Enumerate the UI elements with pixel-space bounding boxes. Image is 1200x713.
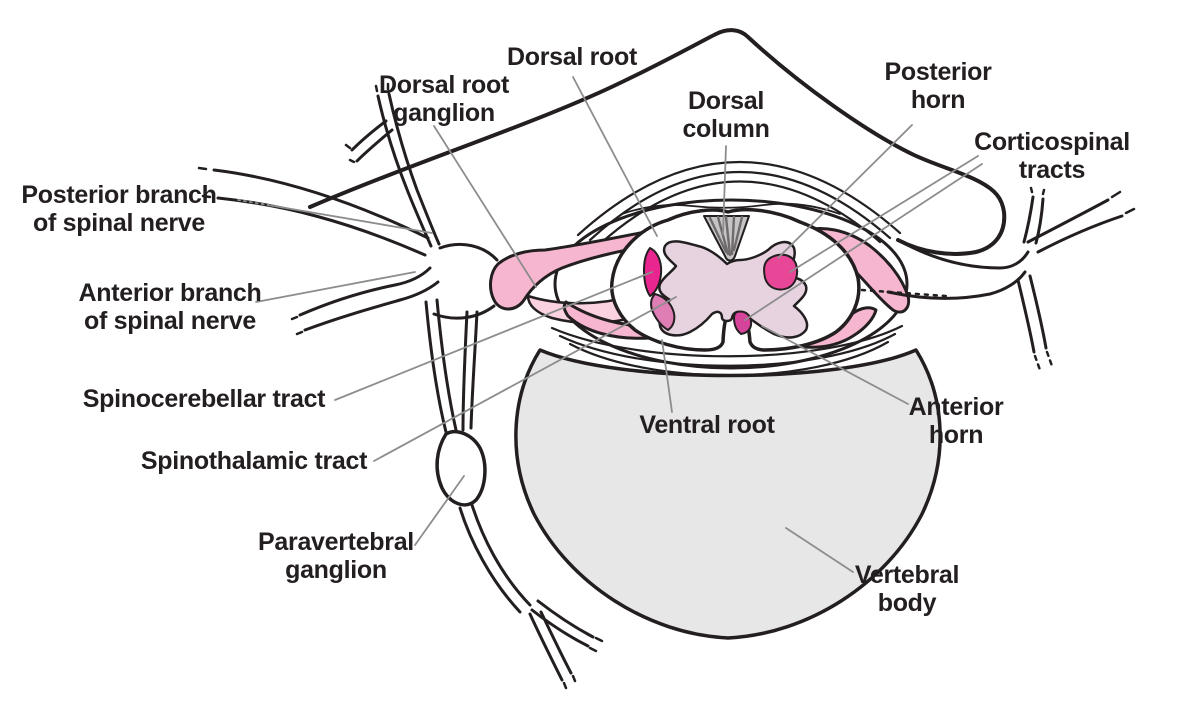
label-spinothalamic-tract: Spinothalamic tract [140,447,368,475]
leader-posterior-branch-dotted [237,199,269,206]
leader-dorsal-root-ganglion [433,125,537,288]
meninges-upper-arcs [576,160,902,246]
lateral-corticospinal-tract-shape [763,253,799,291]
left-spinal-nerve [197,82,604,690]
paravertebral-ganglion-shape [435,429,487,507]
leader-spinothalamic [373,296,677,462]
ink-artwork [197,28,1136,690]
leader-posterior-branch [267,204,433,234]
leader-dorsal-root [572,76,658,237]
label-anterior-horn: Anterior horn [908,393,1004,449]
label-corticospinal-tracts: Corticospinal tracts [974,128,1130,184]
leader-lines [237,76,983,573]
leader-anterior-branch [255,271,416,303]
right-spinal-nerve [860,186,1136,372]
label-posterior-branch: Posterior branch of spinal nerve [21,181,217,237]
leader-corticospinal-lateral [789,155,979,273]
dorsal-column-stripes [708,215,744,257]
label-dorsal-root-ganglion: Dorsal root ganglion [378,71,510,127]
leader-vertebral-body [785,527,854,573]
leader-spinocerebellar [334,271,653,401]
leader-ventral-root [661,339,673,413]
vertebral-body-shape [514,348,942,640]
leader-paravertebral-ganglion [414,475,465,546]
label-dorsal-column: Dorsal column [682,87,770,143]
anterior-corticospinal-tract-shape [733,310,753,335]
leader-posterior-horn [777,124,913,259]
dural-ring [553,198,909,370]
spinothalamic-tract-shape [650,293,676,331]
label-anterior-branch: Anterior branch of spinal nerve [78,279,262,335]
label-paravertebral-ganglion: Paravertebral ganglion [258,528,414,584]
label-posterior-horn: Posterior horn [884,58,992,114]
dura-scallop-line [621,202,841,215]
label-ventral-root: Ventral root [639,411,775,439]
leader-anterior-horn [761,325,909,405]
label-dorsal-root: Dorsal root [506,43,638,71]
leader-corticospinal-anterior [744,163,983,321]
label-spinocerebellar-tract: Spinocerebellar tract [82,385,326,413]
label-vertebral-body: Vertebral body [854,561,960,617]
leader-dorsal-column [722,145,727,235]
